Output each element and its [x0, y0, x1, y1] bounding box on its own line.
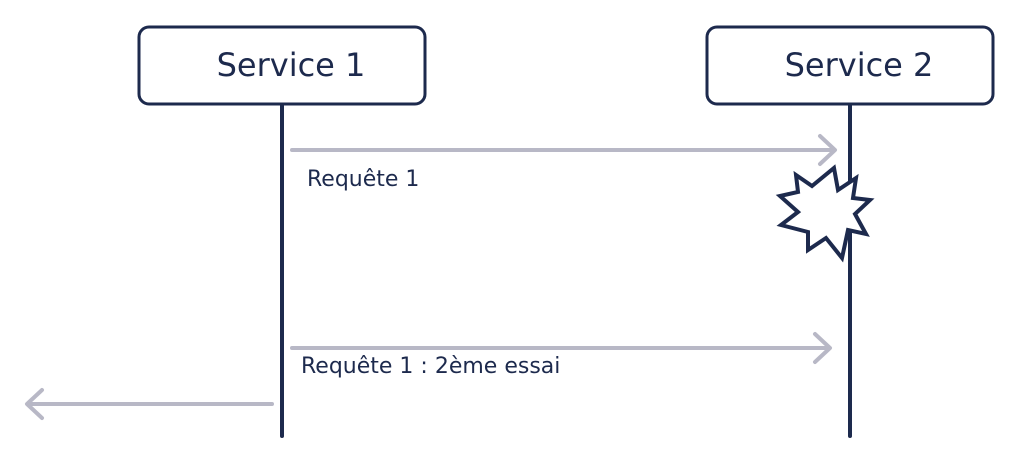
participant-service-2: Service 2: [705, 25, 995, 106]
explosion-burst-icon: [775, 164, 875, 263]
participant-service-1: Service 1: [137, 25, 427, 106]
arrowhead-icon: [818, 134, 837, 166]
message-arrow-outgoing-left: [25, 388, 274, 420]
arrowhead-icon: [25, 388, 44, 420]
arrowhead-icon: [813, 332, 832, 364]
message-label-request-1-retry: Requête 1 : 2ème essai: [301, 354, 560, 379]
participant-label-service-2: Service 2: [785, 46, 934, 84]
message-label-request-1: Requête 1: [307, 167, 419, 192]
participant-label-service-1: Service 1: [217, 46, 366, 84]
message-arrow-request-1-retry: [290, 332, 832, 364]
message-arrow-request-1: [290, 134, 837, 166]
